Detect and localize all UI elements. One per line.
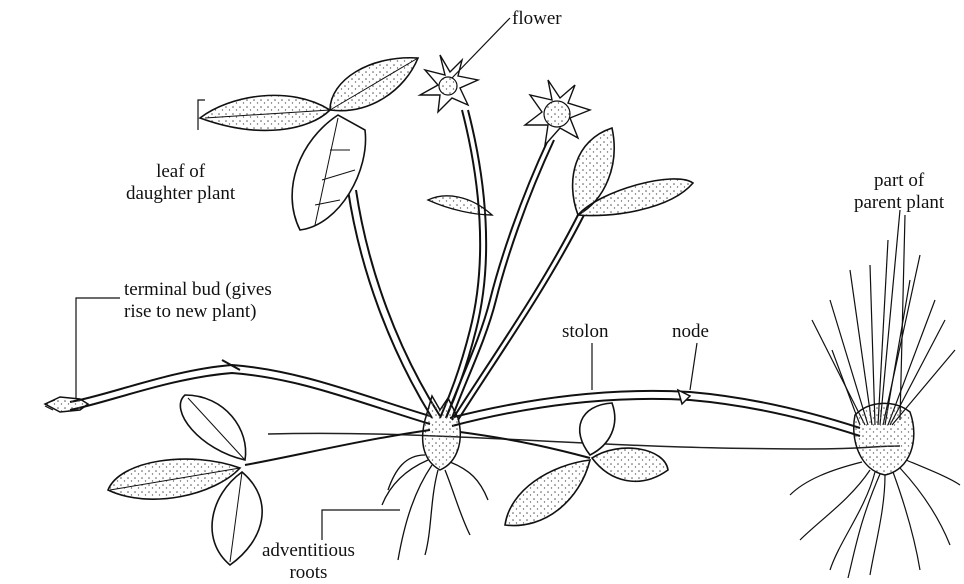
leader-node xyxy=(690,343,697,390)
terminal-bud xyxy=(45,397,88,412)
leaf-lower-right-bottom xyxy=(505,460,590,526)
leaf-daughter-center xyxy=(292,115,365,230)
parent-roots xyxy=(790,460,960,578)
daughter-crown xyxy=(423,396,461,470)
leaf-lower-right-side xyxy=(592,448,668,481)
leader-parent xyxy=(900,215,905,420)
flower-1 xyxy=(420,55,478,112)
label-leaf-daughter: leaf of daughter plant xyxy=(126,161,235,205)
leaf-lower-left-top xyxy=(180,395,245,460)
parent-plant-stalks xyxy=(812,210,955,425)
label-parent-plant: part of parent plant xyxy=(854,170,944,214)
leader-roots xyxy=(322,510,400,540)
label-stolon: stolon xyxy=(562,321,608,343)
left-stolon xyxy=(70,360,430,424)
leader-terminal-bud xyxy=(76,298,120,398)
label-adventitious-roots: adventitious roots xyxy=(262,540,355,584)
leaf-daughter-left xyxy=(200,95,330,130)
leaf-right-upper xyxy=(573,128,693,216)
leaf-lower-left-bottom xyxy=(212,472,262,565)
leader-flower xyxy=(452,18,510,78)
daughter-roots xyxy=(382,455,488,560)
parent-crown xyxy=(854,403,914,475)
leaf-lower-left-side xyxy=(108,459,240,499)
label-terminal-bud: terminal bud (gives rise to new plant) xyxy=(124,279,272,323)
leaf-lower-right-top xyxy=(580,403,615,455)
daughter-stems xyxy=(348,110,584,420)
stolon xyxy=(450,391,860,436)
flower-2 xyxy=(525,80,590,145)
label-flower: flower xyxy=(512,8,562,30)
leaf-daughter-top xyxy=(330,58,418,111)
leaf-small-stem xyxy=(428,196,492,215)
label-node: node xyxy=(672,321,709,343)
